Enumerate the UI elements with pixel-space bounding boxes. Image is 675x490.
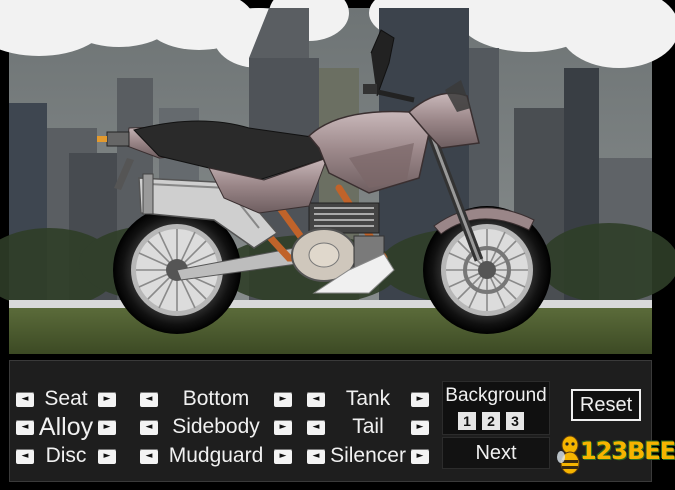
background-option-2[interactable]: 2: [482, 412, 500, 430]
tail-label: Tail: [352, 415, 384, 438]
game-scene: [0, 0, 675, 354]
seat-next-button[interactable]: ►: [98, 391, 116, 407]
tank-prev-button[interactable]: ◄: [307, 391, 325, 407]
silencer-prev-button[interactable]: ◄: [307, 448, 325, 464]
grass: [9, 308, 652, 354]
control-silencer: ◄ Silencer ►: [307, 443, 429, 469]
sidebody: [208, 157, 328, 214]
control-sidebody: ◄ Sidebody ►: [140, 414, 292, 440]
control-alloy: ◄ Alloy ►: [16, 412, 121, 441]
brake-disc: [463, 246, 511, 294]
control-mudguard: ◄ Mudguard ►: [140, 443, 292, 469]
control-panel: ◄ Seat ► ◄ Alloy ► ◄ Disc ► ◄ Bottom ► ◄…: [9, 360, 675, 482]
curb: [9, 300, 652, 308]
background-title: Background: [445, 385, 547, 406]
silencer-label: Silencer: [330, 444, 406, 467]
control-tail: ◄ Tail ►: [307, 414, 429, 440]
control-disc: ◄ Disc ►: [16, 443, 121, 469]
logo-text: 123BEE: [580, 437, 675, 465]
background-option-3[interactable]: 3: [506, 412, 524, 430]
disc-next-button[interactable]: ►: [98, 448, 116, 464]
sidebody-prev-button[interactable]: ◄: [140, 419, 158, 435]
sidebody-label: Sidebody: [172, 415, 260, 438]
seat: [133, 120, 328, 181]
reset-button[interactable]: Reset: [571, 389, 641, 421]
bottom-next-button[interactable]: ►: [274, 391, 292, 407]
sidebody-next-button[interactable]: ►: [274, 419, 292, 435]
seat-label: Seat: [44, 387, 88, 410]
disc-prev-button[interactable]: ◄: [16, 448, 34, 464]
control-seat: ◄ Seat ►: [16, 386, 121, 412]
scene-illustration: [0, 0, 675, 354]
alloy-prev-button[interactable]: ◄: [16, 419, 34, 435]
mudguard-next-button[interactable]: ►: [274, 448, 292, 464]
control-bottom: ◄ Bottom ►: [140, 386, 292, 412]
bash-plate: [312, 253, 395, 294]
control-tank: ◄ Tank ►: [307, 386, 429, 412]
mudguard-prev-button[interactable]: ◄: [140, 448, 158, 464]
windscreen: [445, 80, 471, 112]
motorcycle: [97, 29, 551, 334]
tank-next-button[interactable]: ►: [411, 391, 429, 407]
tail-next-button[interactable]: ►: [411, 419, 429, 435]
disc-label: Disc: [45, 444, 87, 467]
silencer-next-button[interactable]: ►: [411, 448, 429, 464]
bottom-prev-button[interactable]: ◄: [140, 391, 158, 407]
tank-label: Tank: [345, 387, 391, 410]
tail-prev-button[interactable]: ◄: [307, 419, 325, 435]
bottom-label: Bottom: [182, 387, 250, 410]
bee-mascot-icon: [557, 435, 580, 475]
site-logo[interactable]: 123BEE: [557, 431, 675, 477]
mirror: [370, 29, 395, 97]
alloy-label: Alloy: [38, 412, 94, 441]
seat-prev-button[interactable]: ◄: [16, 391, 34, 407]
alloy-next-button[interactable]: ►: [98, 419, 116, 435]
background-selector: Background 1 2 3: [442, 381, 550, 435]
mudguard-label: Mudguard: [168, 444, 264, 467]
background-option-1[interactable]: 1: [458, 412, 476, 430]
next-button[interactable]: Next: [442, 437, 550, 469]
